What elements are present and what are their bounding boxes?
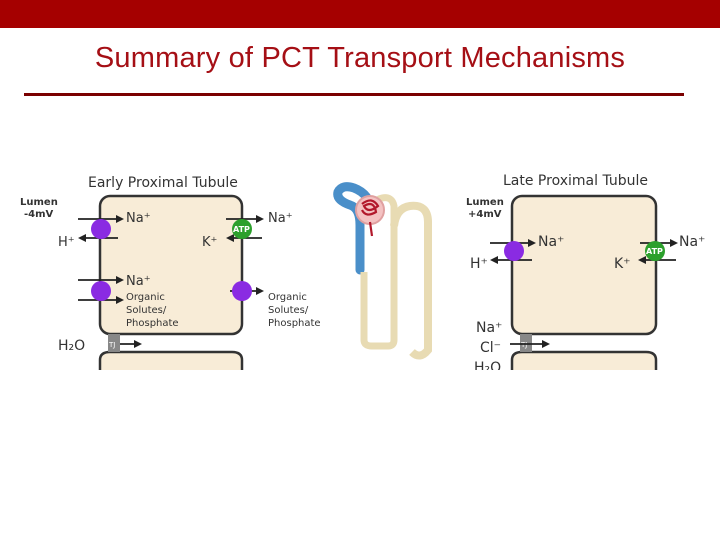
- late-h-label: H⁺: [470, 256, 488, 272]
- title-underline: [24, 93, 684, 96]
- early-h-label: H⁺: [58, 235, 75, 250]
- late-k-label: K⁺: [614, 256, 631, 272]
- late-atp-label: ATP: [646, 247, 663, 256]
- late-cell: [510, 194, 658, 336]
- late-paracellular-cl: Cl⁻: [480, 340, 501, 356]
- late-na-in-label: Na⁺: [538, 234, 564, 250]
- nephron-distal-tan: [390, 201, 432, 360]
- late-paracellular-na: Na⁺: [476, 320, 502, 336]
- early-cell-lower: [98, 350, 244, 372]
- early-tj-label: TJ: [108, 341, 115, 349]
- early-atp-label: ATP: [233, 225, 250, 234]
- early-k-label: K⁺: [202, 235, 217, 250]
- late-cell-lower: [510, 350, 658, 372]
- early-organic-left-3: Phosphate: [126, 318, 179, 329]
- early-organic-left-2: Solutes/: [126, 305, 167, 316]
- early-organic-uniporter: [232, 281, 252, 301]
- top-accent-bar: [0, 0, 720, 28]
- late-proximal-panel: Late Proximal Tubule Lumen +4mV TJ Na⁺ H…: [466, 173, 705, 376]
- late-atp-pump: [645, 241, 665, 261]
- early-atp-pump: [232, 219, 252, 239]
- early-organic-right-3: Phosphate: [268, 318, 321, 329]
- late-na-h-exchanger: [504, 241, 524, 261]
- late-na-out-label: Na⁺: [679, 234, 705, 250]
- early-na-h-exchanger: [91, 219, 111, 239]
- glomerulus-capillaries: [361, 199, 380, 237]
- early-organic-right-1: Organic: [268, 292, 307, 303]
- early-cell: [98, 194, 244, 336]
- early-na-mid-label: Na⁺: [126, 274, 151, 289]
- pct-transport-diagram: Early Proximal Tubule Lumen -4mV TJ Na⁺ …: [0, 173, 720, 380]
- nephron-illustration: [333, 182, 432, 360]
- late-tj-label: TJ: [520, 341, 527, 349]
- early-heading: Early Proximal Tubule: [88, 175, 238, 191]
- slide-title: Summary of PCT Transport Mechanisms: [94, 42, 626, 74]
- early-water-label: H₂O: [58, 338, 85, 354]
- early-proximal-panel: Early Proximal Tubule Lumen -4mV TJ Na⁺ …: [20, 175, 321, 372]
- early-organic-right-2: Solutes/: [268, 305, 309, 316]
- late-tight-junction: [520, 334, 532, 352]
- early-na-organic-symporter: [91, 281, 111, 301]
- early-lumen-potential: -4mV: [24, 209, 54, 220]
- late-lumen-potential: +4mV: [468, 209, 502, 220]
- early-organic-left-1: Organic: [126, 292, 165, 303]
- early-na-out-label: Na⁺: [268, 211, 293, 226]
- early-lumen-label: Lumen: [20, 197, 58, 208]
- late-heading: Late Proximal Tubule: [503, 173, 648, 189]
- early-na-top-label: Na⁺: [126, 211, 151, 226]
- early-tight-junction: [108, 334, 120, 352]
- bottom-crop-mask: [0, 370, 720, 380]
- late-lumen-label: Lumen: [466, 197, 504, 208]
